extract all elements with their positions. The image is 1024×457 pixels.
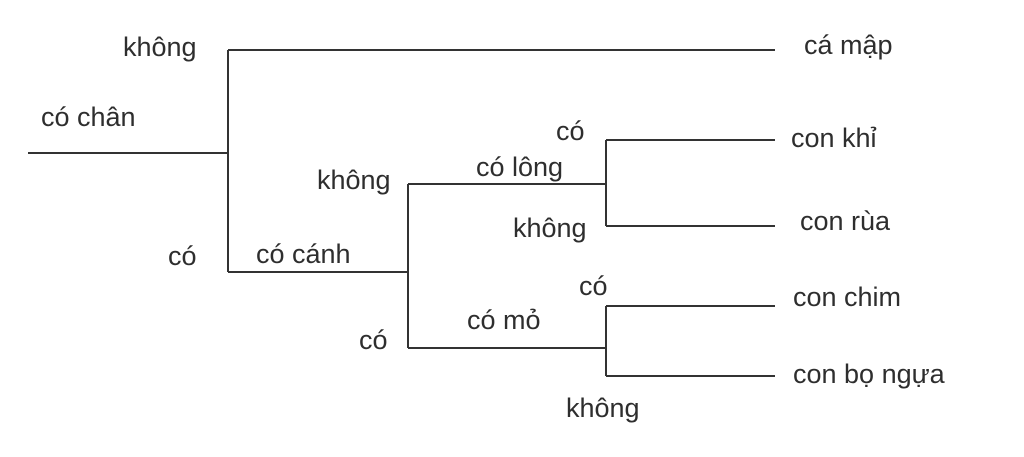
leaf-shark: cá mập bbox=[804, 30, 893, 60]
branch-fur-no: không bbox=[513, 213, 587, 243]
leaf-monkey: con khỉ bbox=[791, 123, 877, 153]
branch-wings-yes: có bbox=[359, 325, 388, 355]
branch-fur-yes: có bbox=[556, 116, 585, 146]
branch-beak-yes: có bbox=[579, 271, 608, 301]
branch-legs-yes: có bbox=[168, 241, 197, 271]
question-has-beak: có mỏ bbox=[467, 305, 541, 335]
question-has-legs: có chân bbox=[41, 102, 136, 132]
branch-beak-no: không bbox=[566, 393, 640, 423]
leaf-mantis: con bọ ngựa bbox=[793, 359, 945, 389]
question-has-fur: có lông bbox=[476, 152, 564, 182]
branch-wings-no: không bbox=[317, 165, 391, 195]
question-has-wings: có cánh bbox=[256, 239, 351, 269]
leaf-bird: con chim bbox=[793, 282, 902, 312]
branch-legs-no: không bbox=[123, 32, 197, 62]
leaf-turtle: con rùa bbox=[800, 206, 891, 236]
